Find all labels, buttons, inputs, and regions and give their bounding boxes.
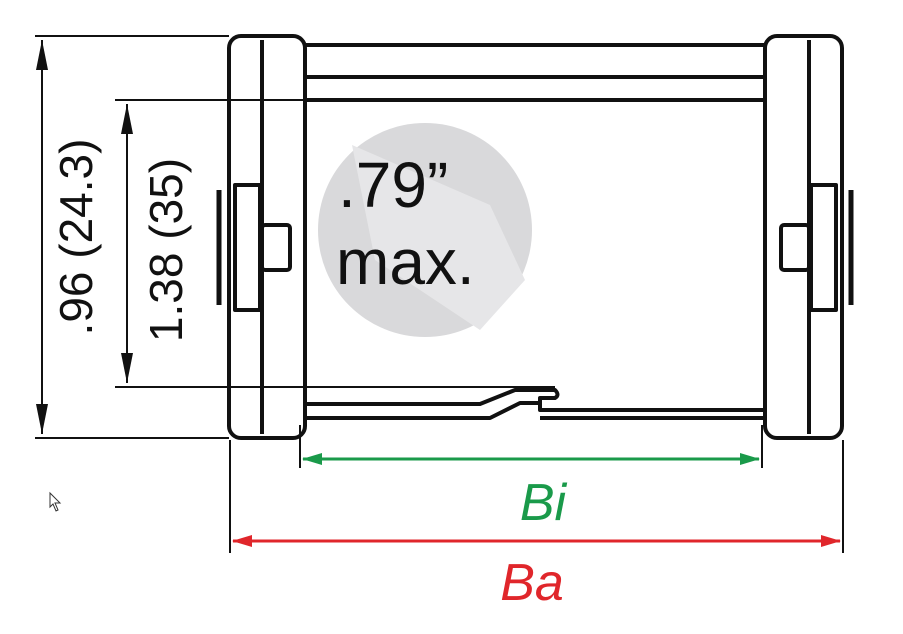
height-dimensions <box>35 35 555 439</box>
left-side-plate <box>227 34 307 440</box>
outer-width-label: Ba <box>500 554 564 612</box>
width-extension-lines <box>229 425 844 553</box>
inner-width-label: Bi <box>520 474 568 532</box>
badge-max-label: max. <box>336 226 475 298</box>
right-side-plate <box>763 34 844 440</box>
chain-link-outline <box>216 34 854 440</box>
max-diameter-badge <box>318 123 532 337</box>
inner-height-label: 1.38 (35) <box>140 158 192 342</box>
badge-value: .79” <box>338 149 448 221</box>
outer-height-label: .96 (24.3) <box>50 139 102 336</box>
mouse-pointer-icon <box>49 491 62 512</box>
